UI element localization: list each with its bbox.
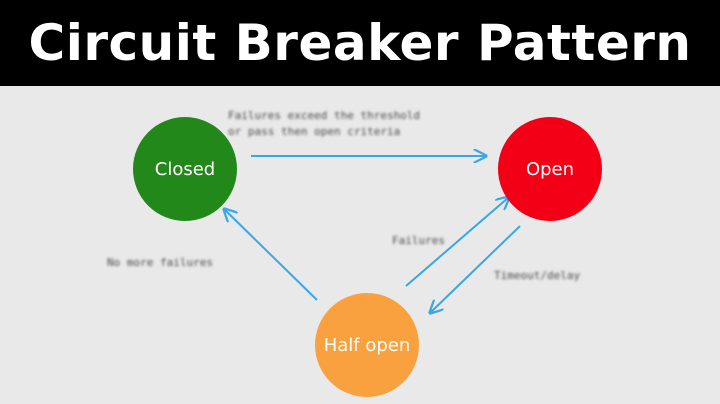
label-half-open-to-open: Failures bbox=[392, 234, 445, 247]
state-open-label: Open bbox=[525, 158, 575, 180]
arrow-half-open-to-open bbox=[405, 197, 509, 287]
label-closed-to-open-line1: Failures exceed the threshold bbox=[228, 109, 421, 122]
state-open: Open bbox=[498, 117, 602, 221]
transition-arrows bbox=[0, 86, 521, 404]
state-closed: Closed bbox=[133, 117, 237, 221]
label-open-to-half-open: Timeout/delay bbox=[494, 269, 581, 282]
arrow-half-open-to-closed bbox=[224, 209, 318, 301]
state-half-open: Half open bbox=[315, 293, 419, 397]
arrow-open-to-half-open bbox=[430, 225, 521, 313]
label-closed-to-open: Failures exceed the threshold or pass th… bbox=[228, 108, 420, 140]
label-closed-to-open-line2: or pass then open criteria bbox=[228, 125, 401, 138]
state-diagram: Closed Open Half open Failures exceed th… bbox=[0, 86, 720, 404]
label-half-open-to-closed: No more failures bbox=[107, 256, 213, 269]
page-title: Circuit Breaker Pattern bbox=[28, 14, 692, 72]
state-closed-label: Closed bbox=[154, 158, 216, 180]
state-half-open-label: Half open bbox=[323, 334, 411, 356]
title-bar: Circuit Breaker Pattern bbox=[0, 0, 720, 86]
